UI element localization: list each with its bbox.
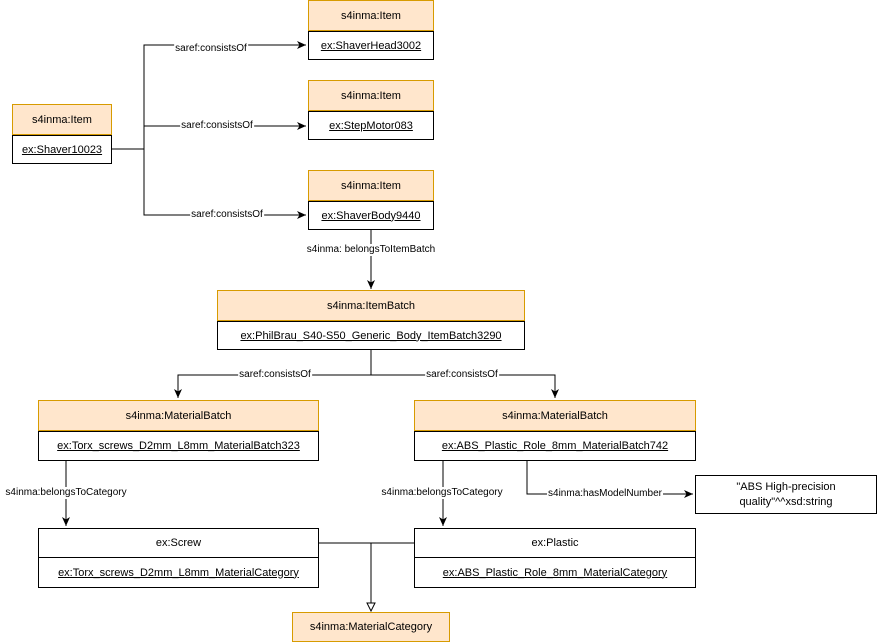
edge-label-consists-body: saref:consistsOf <box>190 209 264 221</box>
edge-label-belongs-batch: s4inma: belongsToItemBatch <box>305 244 437 256</box>
node-screw-name: ex:Torx_screws_D2mm_L8mm_MaterialCategor… <box>38 557 319 588</box>
edge-label-belongs-cat1: s4inma:belongsToCategory <box>4 487 128 499</box>
node-shaver-head[interactable]: s4inma:Item ex:ShaverHead3002 <box>308 0 434 60</box>
node-shaver-body-type: s4inma:Item <box>308 170 434 201</box>
edge-label-consists-head: saref:consistsOf <box>174 43 248 55</box>
node-material-batch-screws[interactable]: s4inma:MaterialBatch ex:Torx_screws_D2mm… <box>38 400 319 461</box>
node-item-batch[interactable]: s4inma:ItemBatch ex:PhilBrau_S40-S50_Gen… <box>217 290 525 350</box>
node-plastic-type: ex:Plastic <box>414 528 696 558</box>
edge-label-belongs-cat2: s4inma:belongsToCategory <box>380 487 504 499</box>
node-material-batch-screws-name: ex:Torx_screws_D2mm_L8mm_MaterialBatch32… <box>38 431 319 461</box>
edge-label-consists-mb1: saref:consistsOf <box>238 369 312 381</box>
node-shaver-body-name: ex:ShaverBody9440 <box>308 201 434 230</box>
node-shaver-head-name: ex:ShaverHead3002 <box>308 31 434 60</box>
literal-text: "ABS High-precision quality"^^xsd:string <box>736 480 835 510</box>
edge-subclass-screw <box>319 542 371 611</box>
node-material-category[interactable]: s4inma:MaterialCategory <box>292 612 450 642</box>
node-material-batch-plastic[interactable]: s4inma:MaterialBatch ex:ABS_Plastic_Role… <box>414 400 696 461</box>
edge-consists-head <box>112 41 306 150</box>
node-plastic[interactable]: ex:Plastic ex:ABS_Plastic_Role_8mm_Mater… <box>414 528 696 588</box>
edge-consists-body <box>143 149 306 219</box>
node-material-batch-screws-type: s4inma:MaterialBatch <box>38 400 319 431</box>
node-screw-type: ex:Screw <box>38 528 319 558</box>
edge-label-has-model: s4inma:hasModelNumber <box>547 488 663 500</box>
node-step-motor[interactable]: s4inma:Item ex:StepMotor083 <box>308 80 434 140</box>
node-shaver-name: ex:Shaver10023 <box>12 135 112 164</box>
node-plastic-name: ex:ABS_Plastic_Role_8mm_MaterialCategory <box>414 557 696 588</box>
node-item-batch-name: ex:PhilBrau_S40-S50_Generic_Body_ItemBat… <box>217 321 525 350</box>
node-literal-model-number[interactable]: "ABS High-precision quality"^^xsd:string <box>695 475 877 514</box>
edge-label-consists-mb2: saref:consistsOf <box>425 369 499 381</box>
node-item-batch-type: s4inma:ItemBatch <box>217 290 525 321</box>
node-step-motor-name: ex:StepMotor083 <box>308 111 434 140</box>
node-shaver-type: s4inma:Item <box>12 104 112 135</box>
node-screw[interactable]: ex:Screw ex:Torx_screws_D2mm_L8mm_Materi… <box>38 528 319 588</box>
node-shaver[interactable]: s4inma:Item ex:Shaver10023 <box>12 104 112 164</box>
node-shaver-head-type: s4inma:Item <box>308 0 434 31</box>
literal-line-1: "ABS High-precision <box>736 480 836 493</box>
node-shaver-body[interactable]: s4inma:Item ex:ShaverBody9440 <box>308 170 434 230</box>
literal-line-2: quality"^^xsd:string <box>739 495 833 508</box>
edge-label-consists-motor: saref:consistsOf <box>180 120 254 132</box>
node-material-batch-plastic-name: ex:ABS_Plastic_Role_8mm_MaterialBatch742 <box>414 431 696 461</box>
node-step-motor-type: s4inma:Item <box>308 80 434 111</box>
node-material-batch-plastic-type: s4inma:MaterialBatch <box>414 400 696 431</box>
